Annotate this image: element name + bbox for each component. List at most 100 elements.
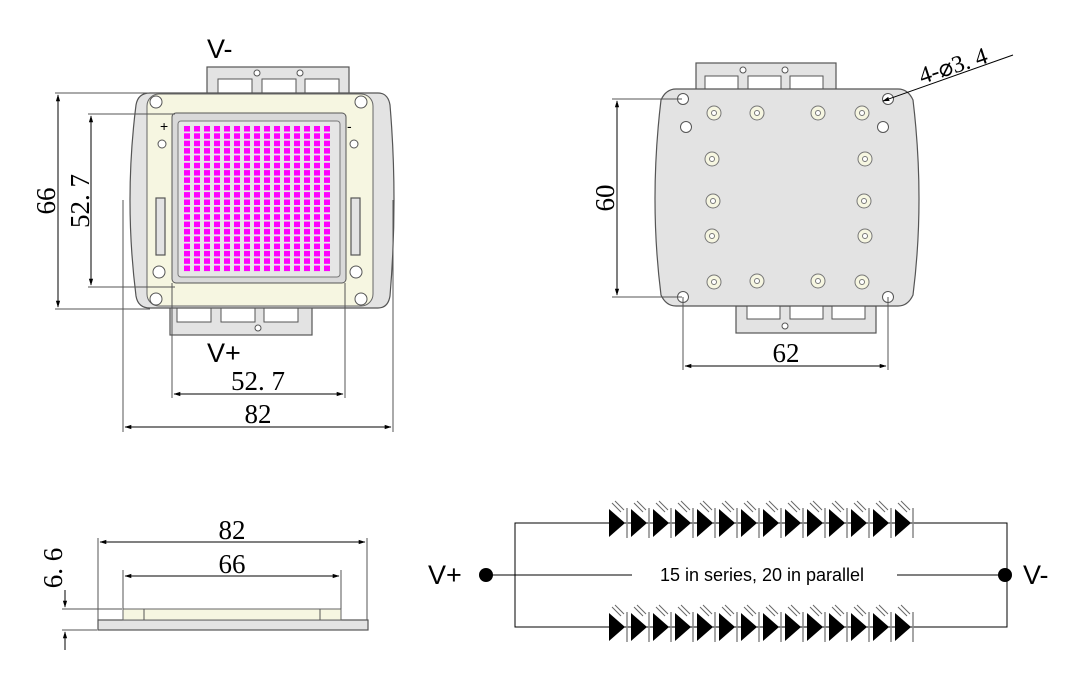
led-chip: [204, 243, 210, 250]
thermal-pad: [857, 151, 873, 167]
led-chip: [274, 243, 280, 250]
led-chip: [314, 170, 320, 176]
led-chip: [274, 192, 280, 198]
led-chip: [264, 258, 270, 264]
side-dim-width-inner: 66: [219, 549, 246, 579]
thermal-pad: [854, 274, 870, 290]
led-chip: [294, 206, 300, 213]
thermal-pad: [857, 228, 873, 244]
led-chip: [234, 258, 240, 264]
led-chip: [294, 250, 300, 257]
led-chip: [194, 265, 200, 272]
led-chip: [244, 177, 250, 183]
led-chip: [244, 199, 250, 205]
led-chip: [234, 199, 240, 205]
led-chip: [314, 265, 320, 272]
side-base-plate: [97, 619, 369, 631]
led-chip: [264, 162, 270, 169]
led-chip: [294, 170, 300, 176]
led-chip: [284, 170, 290, 176]
led-chip: [244, 162, 250, 169]
led-chip: [234, 228, 240, 235]
led-chip: [184, 199, 190, 205]
diode-symbol: [653, 604, 672, 642]
led-chip: [304, 177, 310, 183]
led-chip: [204, 265, 210, 272]
led-chip: [224, 250, 230, 257]
diode-symbol: [631, 604, 650, 642]
led-chip: [184, 192, 190, 198]
diode-symbol: [895, 500, 914, 538]
led-chip: [304, 258, 310, 264]
mounting-hole: [680, 121, 692, 133]
dim-width-inner: 52. 7: [231, 366, 285, 396]
led-chip: [274, 199, 280, 205]
led-chip: [244, 243, 250, 250]
led-chip: [234, 184, 240, 191]
led-chip: [204, 162, 210, 169]
led-chip: [244, 250, 250, 257]
thermal-pad: [704, 228, 720, 244]
led-chip: [214, 126, 220, 132]
led-chip: [294, 199, 300, 205]
led-chip: [284, 192, 290, 198]
plus-marking: +: [160, 118, 168, 134]
led-chip: [264, 265, 270, 272]
led-chip: [254, 265, 260, 272]
led-chip: [244, 170, 250, 176]
led-chip: [244, 126, 250, 132]
led-chip: [274, 184, 280, 191]
led-chip: [244, 184, 250, 191]
led-chip: [214, 192, 220, 198]
led-chip: [204, 170, 210, 176]
led-chip: [294, 162, 300, 169]
led-chip: [314, 214, 320, 220]
led-chip: [274, 170, 280, 176]
led-chip: [204, 199, 210, 205]
led-chip: [254, 148, 260, 154]
led-chip: [284, 228, 290, 235]
led-chip: [224, 192, 230, 198]
led-chip: [194, 243, 200, 250]
led-chip: [304, 192, 310, 198]
led-chip: [224, 126, 230, 132]
diode-symbol: [785, 500, 804, 538]
thermal-pad: [810, 105, 826, 121]
led-chip: [314, 243, 320, 250]
led-chip: [214, 250, 220, 257]
led-chip: [304, 214, 310, 220]
led-chip: [194, 214, 200, 220]
led-chip: [224, 228, 230, 235]
led-chip: [294, 126, 300, 132]
led-chip: [214, 177, 220, 183]
led-chip: [314, 236, 320, 242]
led-chip: [324, 184, 330, 191]
led-chip: [274, 148, 280, 154]
led-chip: [314, 192, 320, 198]
dim-height-outer: 66: [31, 188, 61, 215]
led-chip: [244, 265, 250, 272]
led-chip: [284, 250, 290, 257]
led-chip: [304, 170, 310, 176]
led-chip: [224, 236, 230, 242]
side-dim-width-outer: 82: [219, 515, 246, 545]
led-chip: [254, 250, 260, 257]
led-chip: [214, 236, 220, 242]
led-chip: [294, 221, 300, 228]
led-chip: [204, 148, 210, 154]
led-chip: [294, 192, 300, 198]
circuit-caption: 15 in series, 20 in parallel: [660, 565, 864, 585]
thermal-pad: [704, 151, 720, 167]
led-chip: [274, 265, 280, 272]
side-dim-thickness: 6. 6: [38, 548, 68, 589]
led-chip: [294, 177, 300, 183]
led-chip: [234, 214, 240, 220]
led-chip: [184, 170, 190, 176]
led-chip: [294, 184, 300, 191]
led-chip: [224, 140, 230, 147]
led-chip: [264, 170, 270, 176]
led-chip: [184, 250, 190, 257]
led-chip: [194, 148, 200, 154]
led-chip: [194, 206, 200, 213]
